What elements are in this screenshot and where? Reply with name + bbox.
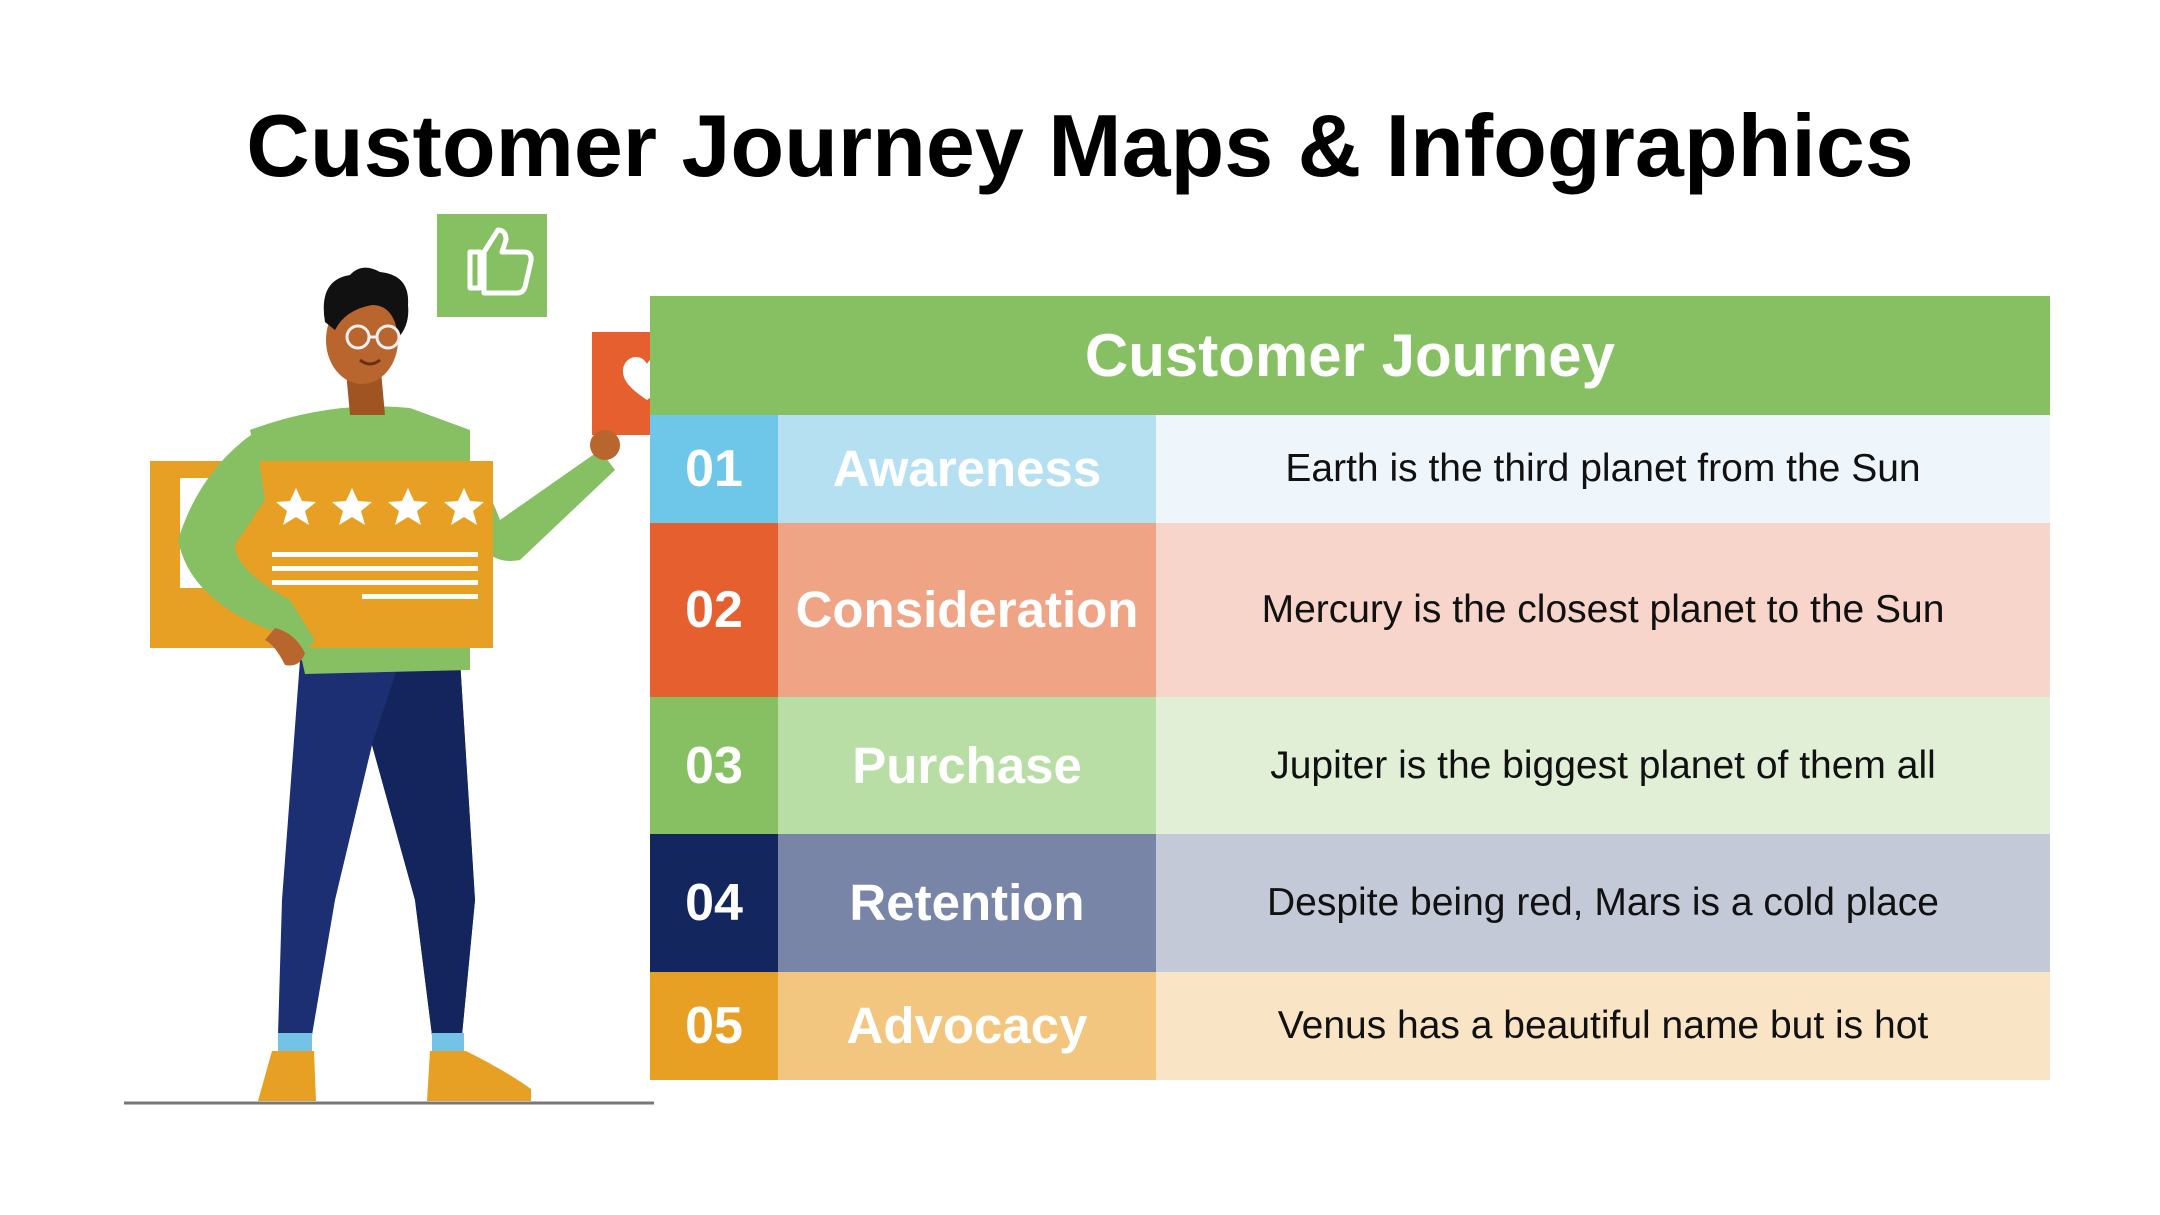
table-row: 04 Retention Despite being red, Mars is … bbox=[650, 834, 2050, 972]
stage-number: 02 bbox=[650, 523, 778, 697]
stage-description: Mercury is the closest planet to the Sun bbox=[1156, 523, 2050, 697]
table-row: 02 Consideration Mercury is the closest … bbox=[650, 523, 2050, 697]
stage-number: 04 bbox=[650, 834, 778, 972]
stage-name: Consideration bbox=[778, 523, 1156, 697]
stage-number: 05 bbox=[650, 972, 778, 1080]
stage-description: Jupiter is the biggest planet of them al… bbox=[1156, 697, 2050, 834]
customer-journey-table: Customer Journey 01 Awareness Earth is t… bbox=[650, 296, 2050, 1080]
table-row: 05 Advocacy Venus has a beautiful name b… bbox=[650, 972, 2050, 1080]
stage-description: Despite being red, Mars is a cold place bbox=[1156, 834, 2050, 972]
star-icon bbox=[276, 488, 484, 525]
stage-description: Venus has a beautiful name but is hot bbox=[1156, 972, 2050, 1080]
table-header: Customer Journey bbox=[650, 296, 2050, 415]
stage-name: Purchase bbox=[778, 697, 1156, 834]
thumbs-up-icon bbox=[437, 214, 547, 317]
stage-description: Earth is the third planet from the Sun bbox=[1156, 415, 2050, 523]
table-row: 03 Purchase Jupiter is the biggest plane… bbox=[650, 697, 2050, 834]
stage-name: Advocacy bbox=[778, 972, 1156, 1080]
stage-number: 01 bbox=[650, 415, 778, 523]
page-title: Customer Journey Maps & Infographics bbox=[246, 96, 1914, 195]
stage-number: 03 bbox=[650, 697, 778, 834]
stage-name: Awareness bbox=[778, 415, 1156, 523]
stage-name: Retention bbox=[778, 834, 1156, 972]
table-row: 01 Awareness Earth is the third planet f… bbox=[650, 415, 2050, 523]
